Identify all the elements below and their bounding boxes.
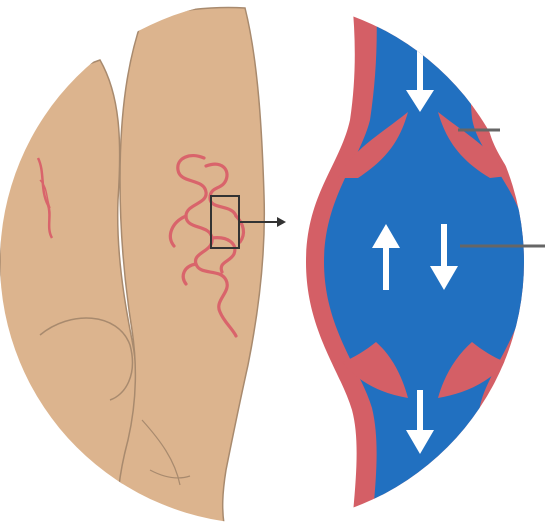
varicose-vein-diagram <box>0 0 545 524</box>
